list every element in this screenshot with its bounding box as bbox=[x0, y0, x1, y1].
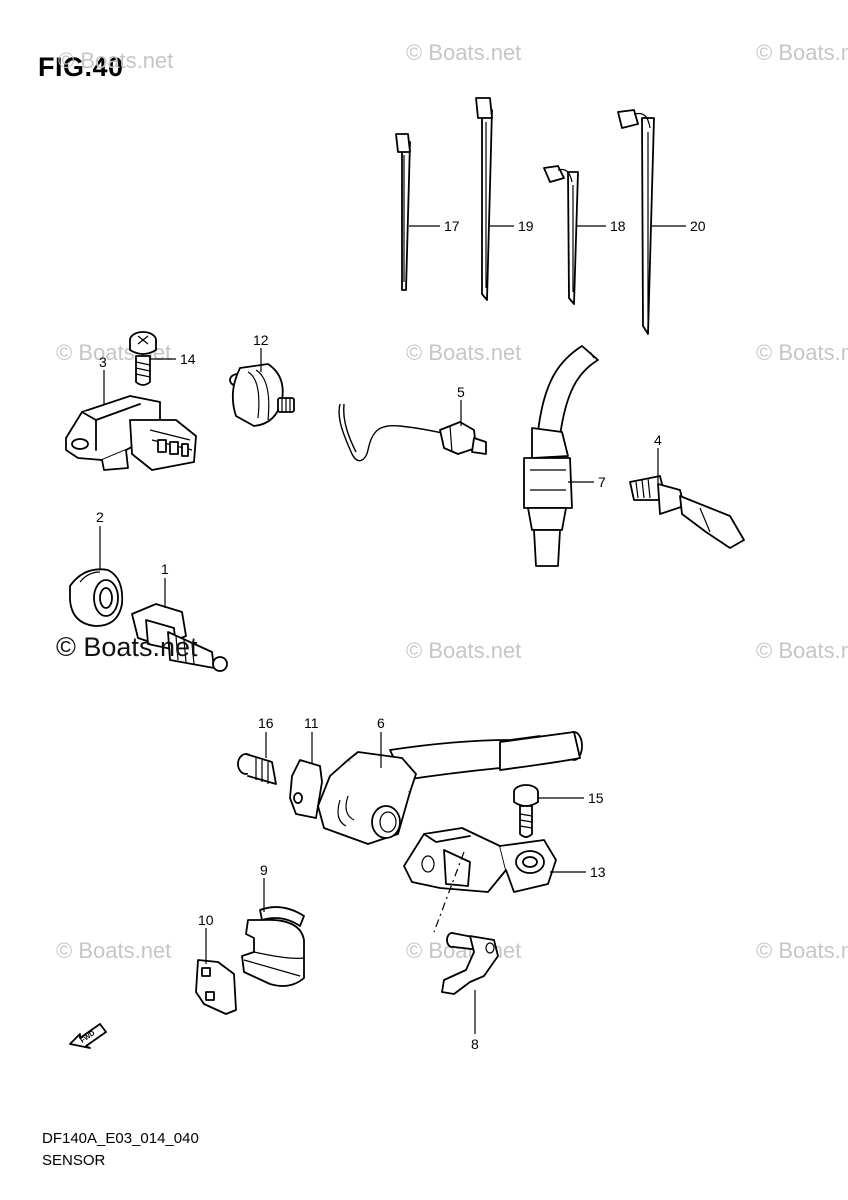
temp-sensor-1[interactable] bbox=[131, 603, 228, 672]
grommet-2[interactable] bbox=[69, 568, 124, 627]
part-label-13: 13 bbox=[590, 864, 606, 880]
part-label-5: 5 bbox=[457, 384, 465, 400]
watermark: © Boats.net bbox=[56, 938, 172, 963]
part-labels: 17 19 18 20 14 3 12 5 7 4 2 1 16 11 6 15… bbox=[96, 218, 706, 1052]
part-label-3: 3 bbox=[99, 354, 107, 370]
part-label-8: 8 bbox=[471, 1036, 479, 1052]
watermark: © Boats.net bbox=[756, 40, 848, 65]
sensor-4[interactable] bbox=[629, 475, 745, 549]
cable-tie-17[interactable] bbox=[395, 133, 411, 291]
bolt-14[interactable] bbox=[129, 331, 157, 386]
watermark: © Boats.net bbox=[406, 340, 522, 365]
part-label-15: 15 bbox=[588, 790, 604, 806]
sensor-8[interactable] bbox=[441, 932, 499, 995]
part-label-18: 18 bbox=[610, 218, 626, 234]
part-label-6: 6 bbox=[377, 715, 385, 731]
part-label-9: 9 bbox=[260, 862, 268, 878]
figure-title: FIG.40 bbox=[38, 52, 124, 82]
bracket-13[interactable] bbox=[403, 827, 557, 893]
sensor-5[interactable] bbox=[338, 403, 487, 462]
bracket-10[interactable] bbox=[195, 959, 237, 1015]
bolt-15[interactable] bbox=[513, 784, 539, 838]
watermark-large: © Boats.net bbox=[56, 632, 198, 662]
cable-tie-19[interactable] bbox=[475, 97, 493, 301]
watermark: © Boats.net bbox=[756, 938, 848, 963]
bolt-16[interactable] bbox=[237, 753, 277, 785]
section-name: SENSOR bbox=[42, 1152, 106, 1169]
watermark: © Boats.net bbox=[756, 340, 848, 365]
part-label-10: 10 bbox=[198, 912, 214, 928]
part-label-14: 14 bbox=[180, 351, 196, 367]
watermark: © Boats.net bbox=[756, 638, 848, 663]
clamp-9[interactable] bbox=[241, 906, 305, 987]
forward-arrow-icon: FWD bbox=[69, 1023, 107, 1049]
clip-11[interactable] bbox=[289, 759, 323, 819]
part-label-19: 19 bbox=[518, 218, 534, 234]
part-label-20: 20 bbox=[690, 218, 706, 234]
part-label-17: 17 bbox=[444, 218, 460, 234]
sensor-6[interactable] bbox=[317, 731, 583, 845]
part-label-11: 11 bbox=[304, 715, 319, 731]
part-label-16: 16 bbox=[258, 715, 274, 731]
diagram-code: DF140A_E03_014_040 bbox=[42, 1130, 199, 1147]
map-sensor-3[interactable] bbox=[65, 395, 197, 471]
sensor-7[interactable] bbox=[523, 345, 599, 567]
watermark: © Boats.net bbox=[406, 638, 522, 663]
part-label-2: 2 bbox=[96, 509, 104, 525]
knock-sensor-12[interactable] bbox=[229, 363, 295, 427]
watermark: © Boats.net bbox=[58, 48, 174, 73]
part-label-4: 4 bbox=[654, 432, 662, 448]
part-label-7: 7 bbox=[598, 474, 606, 490]
part-label-1: 1 bbox=[161, 561, 169, 577]
cable-tie-20[interactable] bbox=[617, 109, 655, 335]
part-label-12: 12 bbox=[253, 332, 269, 348]
watermark: © Boats.net bbox=[406, 40, 522, 65]
leader-lines bbox=[99, 225, 686, 1034]
cable-tie-18[interactable] bbox=[543, 165, 579, 305]
